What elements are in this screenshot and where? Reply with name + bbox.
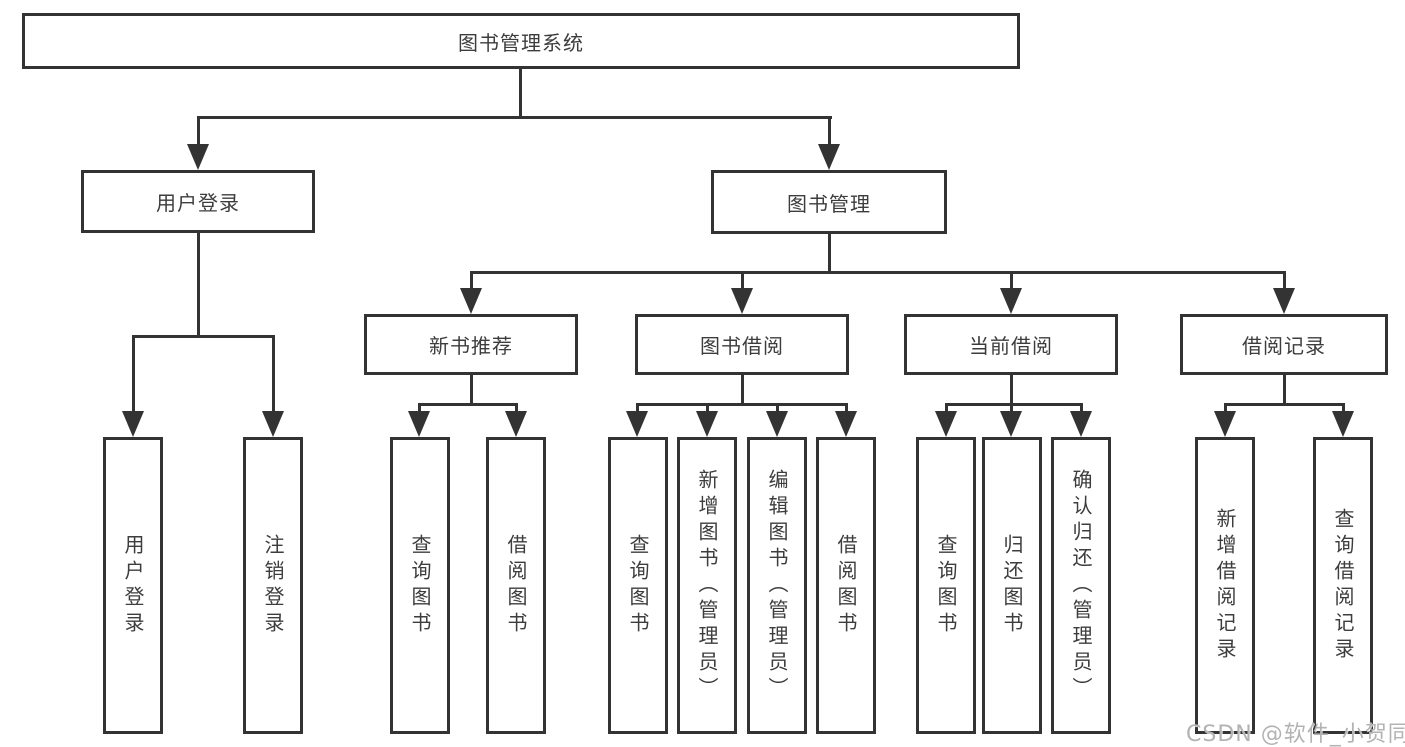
leaf-query-books: 查询图书 <box>390 437 450 734</box>
arrow-down <box>835 411 857 437</box>
arrow-down <box>262 411 284 437</box>
arrow-down <box>818 144 840 170</box>
arrow-down <box>460 288 482 314</box>
arrow-down <box>1273 288 1295 314</box>
edge-stem <box>470 271 473 291</box>
leaf-return-books: 归还图书 <box>982 437 1042 734</box>
edge-stem <box>418 403 421 415</box>
node-book-borrowing: 图书借阅 <box>635 314 849 375</box>
edge-bus <box>945 403 1082 406</box>
arrow-down <box>187 144 209 170</box>
edge-stem <box>1080 403 1083 415</box>
edge-stem <box>706 403 709 415</box>
node-new-book-recommend: 新书推荐 <box>364 314 578 375</box>
edge-stem <box>197 116 200 147</box>
edge-stem <box>515 403 518 415</box>
leaf-label: 查询借阅记录 <box>1331 507 1355 664</box>
edge-bus <box>636 403 847 406</box>
edge-stem <box>272 335 275 414</box>
leaf-label: 查询图书 <box>934 533 958 638</box>
edge-stem <box>1010 374 1013 406</box>
arrow-down <box>696 411 718 437</box>
leaf-edit-books-admin: 编辑图书（管理员） <box>747 437 807 734</box>
leaf-logout: 注销登录 <box>243 437 303 734</box>
edge-bus <box>470 271 1286 274</box>
leaf-user-login: 用户登录 <box>103 437 163 734</box>
edge-root-bus <box>197 116 832 119</box>
leaf-label: 编辑图书（管理员） <box>765 468 789 703</box>
leaf-label: 归还图书 <box>1000 533 1024 638</box>
leaf-label: 用户登录 <box>121 533 145 638</box>
edge-stem <box>945 403 948 415</box>
arrow-down <box>1000 411 1022 437</box>
leaf-borrow-books: 借阅图书 <box>486 437 546 734</box>
csdn-watermark: CSDN @软件_小贺同学 <box>1186 722 1405 747</box>
edge-stem <box>132 335 135 414</box>
arrow-down <box>1214 411 1236 437</box>
edge-stem <box>845 403 848 415</box>
edge-root-stem <box>519 68 522 118</box>
edge-bus <box>132 335 275 338</box>
leaf-confirm-return-admin: 确认归还（管理员） <box>1051 437 1111 734</box>
edge-stem <box>470 374 473 406</box>
leaf-borrow-books: 借阅图书 <box>816 437 876 734</box>
edge-stem <box>1283 374 1286 406</box>
edge-stem <box>1010 403 1013 415</box>
edge-stem <box>741 271 744 291</box>
edge-stem <box>828 116 831 147</box>
leaf-label: 借阅图书 <box>504 533 528 638</box>
edge-stem <box>741 374 744 406</box>
leaf-label: 注销登录 <box>261 533 285 638</box>
leaf-label: 新增借阅记录 <box>1213 507 1237 664</box>
node-user-login: 用户登录 <box>81 170 315 233</box>
edge-stem <box>197 233 200 338</box>
node-borrowing-records: 借阅记录 <box>1180 314 1388 375</box>
arrow-down <box>731 288 753 314</box>
arrow-down <box>766 411 788 437</box>
arrow-down <box>1000 288 1022 314</box>
node-book-management: 图书管理 <box>711 170 947 234</box>
leaf-label: 借阅图书 <box>834 533 858 638</box>
arrow-down <box>1332 411 1354 437</box>
leaf-label: 新增图书（管理员） <box>695 468 719 703</box>
edge-stem <box>1342 403 1345 415</box>
leaf-add-borrow-record: 新增借阅记录 <box>1195 437 1255 734</box>
edge-stem <box>636 403 639 415</box>
edge-stem <box>776 403 779 415</box>
leaf-query-borrow-record: 查询借阅记录 <box>1313 437 1373 734</box>
leaf-add-books-admin: 新增图书（管理员） <box>677 437 737 734</box>
arrow-down <box>626 411 648 437</box>
edge-stem <box>1283 271 1286 291</box>
edge-bus <box>1224 403 1345 406</box>
arrow-down <box>935 411 957 437</box>
leaf-query-books: 查询图书 <box>916 437 976 734</box>
leaf-label: 确认归还（管理员） <box>1069 468 1093 703</box>
node-library-management-system: 图书管理系统 <box>22 13 1020 69</box>
arrow-down <box>122 411 144 437</box>
leaf-label: 查询图书 <box>408 533 432 638</box>
edge-stem <box>1224 403 1227 415</box>
leaf-query-books: 查询图书 <box>608 437 668 734</box>
edge-stem <box>828 234 831 274</box>
arrow-down <box>505 411 527 437</box>
arrow-down <box>1070 411 1092 437</box>
node-current-borrowing: 当前借阅 <box>904 314 1118 375</box>
edge-bus <box>418 403 518 406</box>
leaf-label: 查询图书 <box>626 533 650 638</box>
arrow-down <box>408 411 430 437</box>
edge-stem <box>1010 271 1013 291</box>
